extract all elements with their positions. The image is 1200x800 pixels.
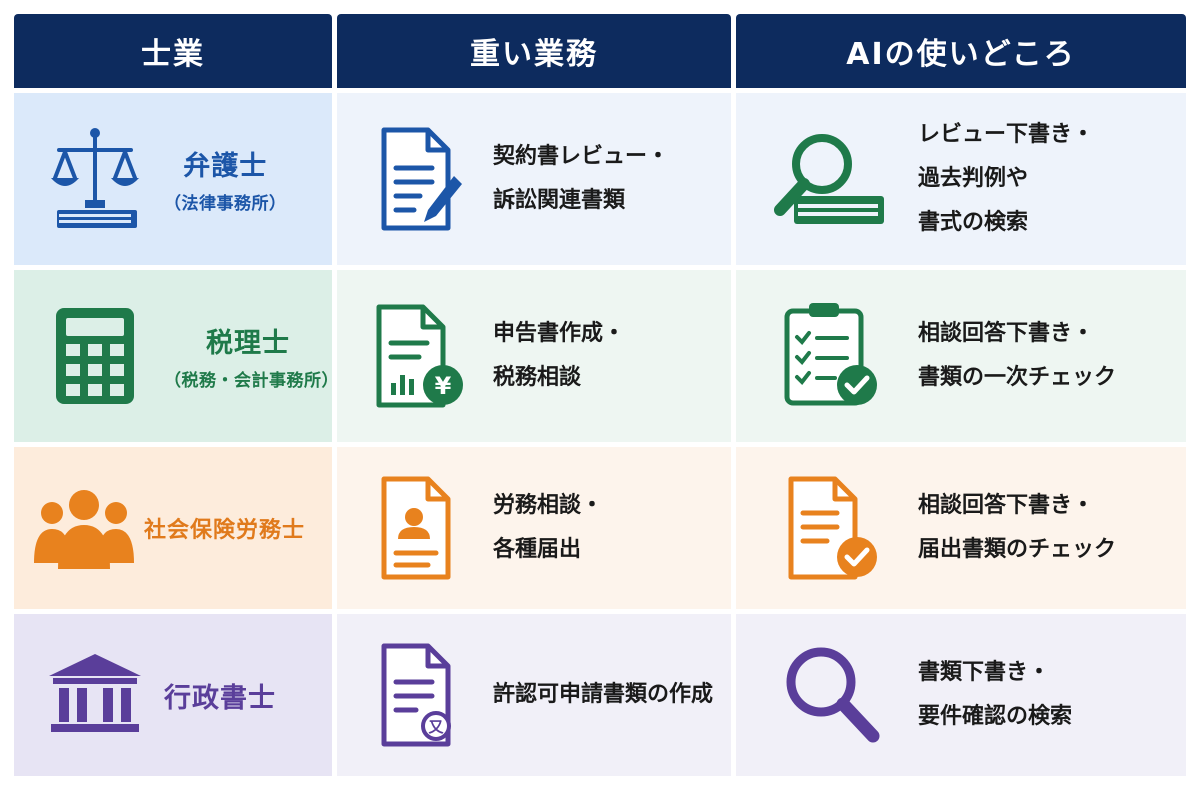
profession-subtitle: （税務・会計事務所） bbox=[164, 371, 339, 391]
header-profession: 士業 bbox=[14, 14, 332, 88]
ai-text: 書類下書き・ 要件確認の検索 bbox=[918, 660, 1073, 729]
document-yen-icon: ¥ bbox=[371, 296, 471, 416]
task-text: 労務相談・ 各種届出 bbox=[493, 493, 604, 562]
row-labor-ai: 相談回答下書き・ 届出書類のチェック bbox=[736, 447, 1186, 609]
task-text: 契約書レビュー・ 訴訟関連書類 bbox=[493, 144, 670, 213]
document-person-icon bbox=[371, 468, 471, 588]
profession-name: 弁護士 bbox=[183, 151, 268, 182]
ai-text: 相談回答下書き・ 書類の一次チェック bbox=[918, 321, 1117, 390]
row-tax-profession: 税理士 （税務・会計事務所） bbox=[14, 270, 339, 442]
document-seal-icon: 又 bbox=[371, 635, 471, 755]
document-pen-icon bbox=[371, 119, 471, 239]
checklist-clipboard-icon bbox=[772, 296, 892, 416]
profession-name: 社会保険労務士 bbox=[144, 518, 306, 543]
header-heavy-tasks: 重い業務 bbox=[337, 14, 731, 88]
svg-text:又: 又 bbox=[428, 718, 444, 736]
row-tax-ai: 相談回答下書き・ 書類の一次チェック bbox=[736, 270, 1186, 442]
ai-text: レビュー下書き・ 過去判例や 書式の検索 bbox=[918, 122, 1095, 235]
row-labor-tasks: 労務相談・ 各種届出 bbox=[337, 447, 731, 609]
people-group-icon bbox=[32, 468, 136, 588]
row-lawyer-ai: レビュー下書き・ 過去判例や 書式の検索 bbox=[736, 93, 1186, 265]
calculator-icon bbox=[40, 296, 150, 416]
task-text: 許認可申請書類の作成 bbox=[493, 682, 714, 707]
row-lawyer-tasks: 契約書レビュー・ 訴訟関連書類 bbox=[337, 93, 731, 265]
profession-subtitle: （法律事務所） bbox=[164, 194, 287, 214]
government-building-icon bbox=[40, 635, 150, 755]
header-ai-usage: AIの使いどころ bbox=[736, 14, 1186, 88]
row-tax-tasks: ¥ 申告書作成・ 税務相談 bbox=[337, 270, 731, 442]
comparison-table: 士業 重い業務 AIの使いどころ bbox=[14, 14, 1186, 784]
row-labor-profession: 社会保険労務士 bbox=[14, 447, 332, 609]
ai-text: 相談回答下書き・ 届出書類のチェック bbox=[918, 493, 1117, 562]
search-icon bbox=[772, 635, 892, 755]
row-admin-profession: 行政書士 bbox=[14, 614, 332, 776]
profession-name: 税理士 bbox=[206, 328, 290, 359]
row-admin-ai: 書類下書き・ 要件確認の検索 bbox=[736, 614, 1186, 776]
magnifier-book-icon bbox=[772, 119, 892, 239]
profession-name: 行政書士 bbox=[164, 682, 276, 714]
scales-of-justice-icon bbox=[40, 119, 150, 239]
row-admin-tasks: 又 許認可申請書類の作成 bbox=[337, 614, 731, 776]
row-lawyer-profession: 弁護士 （法律事務所） bbox=[14, 93, 332, 265]
svg-text:¥: ¥ bbox=[435, 372, 452, 400]
document-check-icon bbox=[772, 468, 892, 588]
task-text: 申告書作成・ 税務相談 bbox=[493, 321, 626, 390]
